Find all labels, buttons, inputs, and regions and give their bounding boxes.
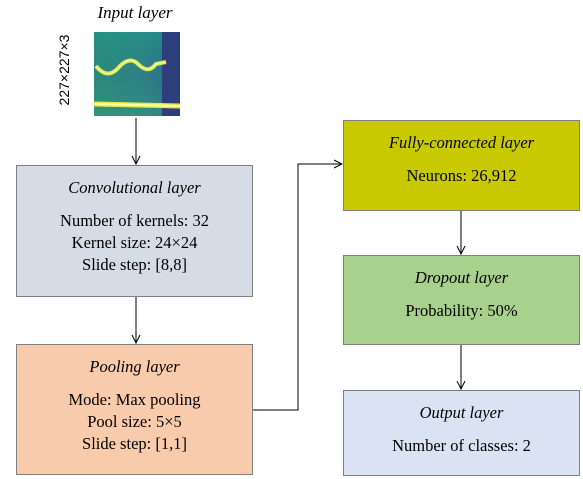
input-layer-title: Input layer bbox=[97, 3, 173, 22]
pool-size: Pool size: 5×5 bbox=[87, 412, 182, 431]
convolutional-layer-title: Convolutional layer bbox=[68, 178, 201, 197]
dropout-layer-box: Dropout layer Probability: 50% bbox=[343, 255, 580, 345]
pooling-layer-title: Pooling layer bbox=[89, 357, 180, 376]
fully-connected-layer-box: Fully-connected layer Neurons: 26,912 bbox=[343, 120, 580, 211]
dropout-layer-title: Dropout layer bbox=[414, 268, 509, 287]
conv-slide-step: Slide step: [8,8] bbox=[82, 255, 187, 274]
conv-kernel-size: Kernel size: 24×24 bbox=[71, 233, 198, 252]
spectrogram-image bbox=[94, 32, 180, 116]
output-layer-title: Output layer bbox=[419, 403, 504, 422]
convolutional-layer-box: Convolutional layer Number of kernels: 3… bbox=[16, 165, 253, 297]
dropout-probability: Probability: 50% bbox=[405, 301, 518, 320]
pool-slide-step: Slide step: [1,1] bbox=[82, 434, 187, 453]
pooling-layer-box: Pooling layer Mode: Max pooling Pool siz… bbox=[16, 344, 253, 475]
fc-neurons: Neurons: 26,912 bbox=[406, 166, 517, 185]
pool-mode: Mode: Max pooling bbox=[68, 390, 201, 409]
output-layer-box: Output layer Number of classes: 2 bbox=[343, 390, 580, 476]
output-classes: Number of classes: 2 bbox=[392, 436, 531, 455]
fully-connected-layer-title: Fully-connected layer bbox=[388, 133, 535, 152]
conv-kernels: Number of kernels: 32 bbox=[60, 211, 209, 230]
